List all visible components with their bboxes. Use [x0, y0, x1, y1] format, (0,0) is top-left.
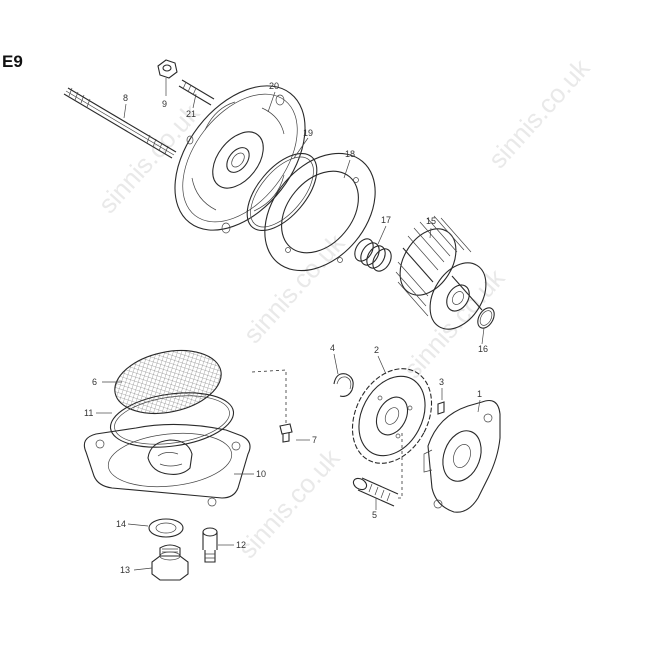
part-2-pump-gear [351, 368, 433, 464]
part-number-labels: 8 9 21 20 19 18 17 15 16 4 2 3 1 6 11 7 … [84, 81, 488, 575]
part-20-filter-cover [174, 85, 306, 234]
part-18-gasket [264, 152, 376, 272]
label-14: 14 [116, 519, 126, 529]
label-20: 20 [269, 81, 279, 91]
label-18: 18 [345, 149, 355, 159]
part-10-sump-cover [83, 423, 251, 507]
part-4-circlip [333, 373, 354, 397]
part-8-stud [63, 87, 177, 159]
label-10: 10 [256, 469, 266, 479]
part-11-o-ring [109, 392, 235, 448]
leader-lines [96, 78, 485, 571]
part-1-pump-body [423, 399, 501, 513]
label-11: 11 [84, 408, 93, 418]
part-3-dowel-pin [437, 401, 445, 415]
label-9: 9 [162, 99, 167, 109]
part-12-bolt [202, 527, 218, 563]
leader-dashed-7 [251, 369, 287, 424]
diagram-title: E9 [2, 52, 23, 71]
part-21-stud [178, 79, 215, 106]
label-15: 15 [426, 216, 436, 226]
watermark-4: sinnis.co.uk [232, 442, 346, 564]
part-9-nut [157, 59, 178, 79]
label-8: 8 [123, 93, 128, 103]
watermark-2: sinnis.co.uk [237, 227, 351, 349]
label-19: 19 [303, 128, 313, 138]
label-1: 1 [477, 389, 482, 399]
label-4: 4 [330, 343, 335, 353]
watermark-5: sinnis.co.uk [482, 52, 596, 174]
part-6-strainer-screen [114, 350, 222, 414]
label-16: 16 [478, 344, 488, 354]
label-21: 21 [186, 109, 196, 119]
leader-dashed-5 [398, 430, 403, 499]
watermark-layer: sinnis.co.uk sinnis.co.uk sinnis.co.uk s… [92, 52, 596, 564]
part-14-washer [148, 518, 184, 538]
label-3: 3 [439, 377, 444, 387]
label-7: 7 [312, 435, 317, 445]
part-13-drain-plug [151, 544, 189, 581]
label-12: 12 [236, 540, 246, 550]
part-5-bolt [352, 477, 399, 507]
label-2: 2 [374, 345, 379, 355]
part-17-spring [354, 238, 392, 272]
label-5: 5 [372, 510, 377, 520]
part-7-bolt [279, 423, 293, 443]
label-13: 13 [120, 565, 130, 575]
part-19-o-ring [246, 152, 318, 232]
label-17: 17 [381, 215, 391, 225]
label-6: 6 [92, 377, 97, 387]
part-16-o-ring [477, 307, 495, 329]
part-15-oil-filter [395, 215, 487, 330]
